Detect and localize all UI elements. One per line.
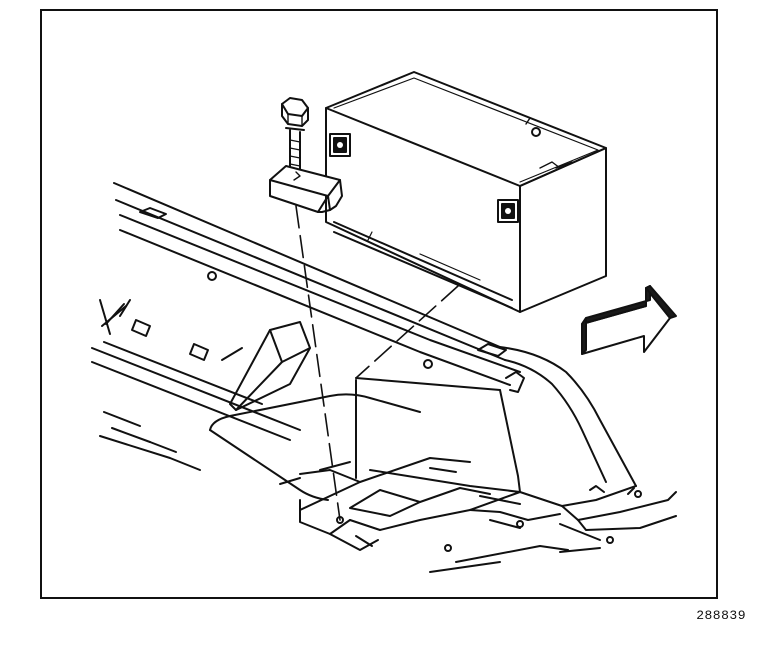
hold-down-clamp xyxy=(269,165,343,213)
hold-down-bolt xyxy=(281,97,309,171)
direction-arrow xyxy=(581,285,677,355)
battery-terminal-right xyxy=(497,199,519,223)
figure-id-label: 288839 xyxy=(696,608,746,623)
diagram-frame xyxy=(40,9,718,599)
assembly-guide-lines xyxy=(295,205,459,521)
battery-terminal-left xyxy=(329,133,351,157)
battery xyxy=(325,71,607,313)
body-floor-structure xyxy=(91,182,677,573)
